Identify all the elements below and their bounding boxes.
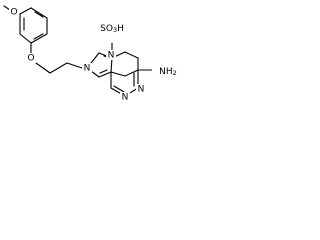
ethyl-to-n9-bond bbox=[66, 62, 83, 69]
ethyl-linker-bond bbox=[49, 62, 68, 74]
methoxy-oxygen-label: O bbox=[10, 8, 17, 18]
methoxyphenyl-ring bbox=[19, 7, 48, 44]
ether-oxygen-label: O bbox=[27, 54, 34, 64]
chemical-structure-diagram: O O N N N N SO3H NH2 bbox=[3, 5, 184, 103]
n7-label: N bbox=[108, 51, 115, 61]
svg-text:NH2: NH2 bbox=[159, 67, 177, 78]
amino-group-label: NH2 bbox=[159, 67, 177, 78]
sulfonic-acid-label: SO3H bbox=[100, 24, 124, 35]
svg-text:SO3H: SO3H bbox=[100, 24, 124, 35]
n3-label: N bbox=[122, 93, 129, 103]
pyrimidine-ring bbox=[110, 51, 139, 97]
n1-label: N bbox=[138, 85, 145, 95]
n9-label: N bbox=[84, 64, 91, 74]
ether-ch2-bond bbox=[35, 62, 51, 74]
